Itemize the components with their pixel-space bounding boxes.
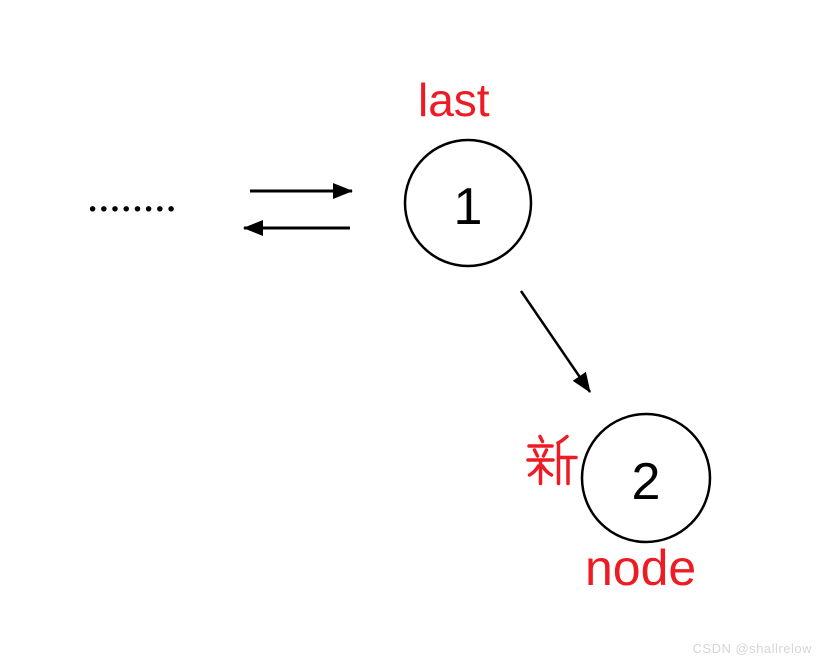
node1-circle bbox=[403, 138, 533, 268]
watermark-text: CSDN @shallrelow bbox=[692, 641, 812, 656]
node2-circle bbox=[580, 412, 712, 544]
ellipsis-dots: •••••••• bbox=[87, 199, 177, 221]
node1-value: 1 bbox=[453, 178, 483, 236]
arrow-diagonal bbox=[519, 290, 592, 393]
label-last: last bbox=[418, 74, 490, 126]
node2-value: 2 bbox=[631, 453, 661, 511]
label-node: node bbox=[585, 540, 697, 596]
label-new-cn bbox=[526, 434, 578, 486]
